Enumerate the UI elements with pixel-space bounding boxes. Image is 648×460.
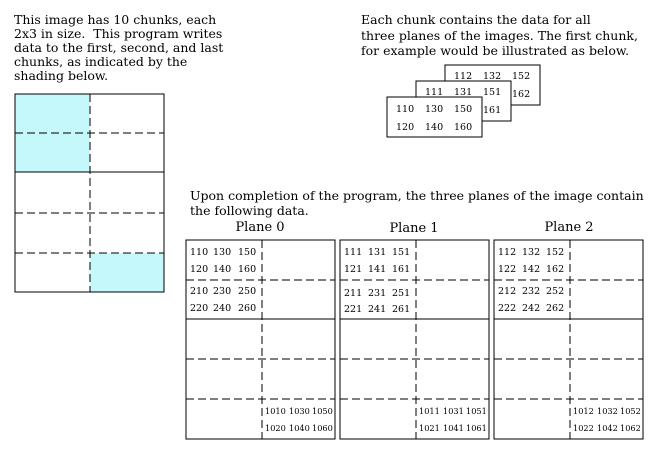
p1-c2-r0c2: 251 xyxy=(392,288,410,299)
p2-c1-r0c1: 132 xyxy=(522,247,540,258)
p0-c2-r0c1: 230 xyxy=(213,286,231,297)
stack-card-0-r1c1: 140 xyxy=(425,122,443,133)
p1-c1-r0c1: 131 xyxy=(368,247,386,258)
p1-c1-r1c1: 141 xyxy=(368,264,386,275)
plane-0-grid: 110 130 150 120 140 160 210 230 250 220 … xyxy=(185,239,336,440)
p0-last-r1c2: 1060 xyxy=(312,423,333,433)
stack-card-0-r1c2: 160 xyxy=(454,122,472,133)
p1-last-r0c0: 1011 xyxy=(419,406,440,416)
p2-c1-r0c2: 152 xyxy=(546,247,564,258)
chunk-desc-line-2: three planes of the images. The first ch… xyxy=(361,28,638,43)
p1-c2-r1c1: 241 xyxy=(368,304,386,315)
p0-c1-r0c2: 150 xyxy=(238,247,256,258)
p1-c1-r1c2: 161 xyxy=(392,264,410,275)
p1-c2-r0c0: 211 xyxy=(344,288,362,299)
intro-line-3: data to the first, second, and last xyxy=(14,40,224,55)
chunk-desc-line-3: for example would be illustrated as belo… xyxy=(361,43,630,58)
p1-last-r0c1: 1031 xyxy=(443,406,464,416)
intro-line-4: chunks, as indicated by the xyxy=(14,54,188,69)
p2-c1-r0c0: 112 xyxy=(498,247,516,258)
p2-last-r0c0: 1012 xyxy=(573,406,594,416)
p2-last-r1c0: 1022 xyxy=(573,423,594,433)
p0-last-r0c0: 1010 xyxy=(265,406,286,416)
plane-2-grid: 112 132 152 122 142 162 212 232 252 222 … xyxy=(493,239,644,440)
p2-last-r0c1: 1032 xyxy=(597,406,618,416)
p2-c1-r1c2: 162 xyxy=(546,264,564,275)
stack-card-1-r1c2: 161 xyxy=(483,105,501,116)
completion-line-2: the following data. xyxy=(190,203,309,218)
p0-c2-r1c0: 220 xyxy=(190,303,208,314)
stack-card-0-r0c1: 130 xyxy=(425,104,443,115)
p0-c1-r0c0: 110 xyxy=(190,247,208,258)
p2-c2-r0c2: 252 xyxy=(546,286,564,297)
p1-last-r1c0: 1021 xyxy=(419,423,440,433)
stack-card-0-r0c0: 110 xyxy=(396,104,414,115)
p1-c1-r1c0: 121 xyxy=(344,264,362,275)
stack-card-0-r1c0: 120 xyxy=(396,122,414,133)
p1-last-r1c1: 1041 xyxy=(443,423,464,433)
plane-1-title: Plane 1 xyxy=(389,221,439,236)
p0-c2-r1c2: 260 xyxy=(238,303,256,314)
stack-card-2-r0c1: 132 xyxy=(483,71,501,82)
stack-card-0-r0c2: 150 xyxy=(454,104,472,115)
stack-card-1-r0c0: 111 xyxy=(425,87,443,98)
p2-c1-r1c0: 122 xyxy=(498,264,516,275)
plane-1-grid: 111 131 151 121 141 161 211 231 251 221 … xyxy=(339,239,490,440)
stack-card-1-r0c1: 131 xyxy=(454,87,472,98)
plane-0-title: Plane 0 xyxy=(235,220,285,235)
p1-last-r0c2: 1051 xyxy=(466,406,487,416)
p1-c2-r1c0: 221 xyxy=(344,304,362,315)
p1-c2-r0c1: 231 xyxy=(368,288,386,299)
p1-c1-r0c0: 111 xyxy=(344,247,362,258)
p0-last-r0c2: 1050 xyxy=(312,406,333,416)
p2-last-r1c1: 1042 xyxy=(597,423,618,433)
p0-c2-r0c2: 250 xyxy=(238,286,256,297)
p0-last-r1c0: 1020 xyxy=(265,423,286,433)
stack-card-2-r1c2: 162 xyxy=(512,89,530,100)
chunk-desc-line-1: Each chunk contains the data for all xyxy=(361,12,591,27)
p0-last-r0c1: 1030 xyxy=(289,406,310,416)
shaded-chunk-last xyxy=(90,253,164,292)
p2-c2-r1c1: 242 xyxy=(522,303,540,314)
p2-c2-r0c0: 212 xyxy=(498,286,516,297)
p1-c2-r1c2: 261 xyxy=(392,304,410,315)
p0-c2-r0c0: 210 xyxy=(190,286,208,297)
intro-line-1: This image has 10 chunks, each xyxy=(14,12,217,27)
p0-last-r1c1: 1040 xyxy=(289,423,310,433)
p2-last-r1c2: 1062 xyxy=(620,423,641,433)
plane-2-title: Plane 2 xyxy=(544,220,594,235)
completion-line-1: Upon completion of the program, the thre… xyxy=(190,188,644,203)
stack-card-plane-0: 110 130 150 120 140 160 xyxy=(386,96,483,138)
intro-line-2: 2x3 in size. This program writes xyxy=(14,26,223,41)
p2-c1-r1c1: 142 xyxy=(522,264,540,275)
p0-c1-r1c1: 140 xyxy=(213,264,231,275)
intro-line-5: shading below. xyxy=(14,68,109,83)
p0-c1-r1c2: 160 xyxy=(238,264,256,275)
p1-last-r1c2: 1061 xyxy=(466,423,487,433)
p1-c1-r0c2: 151 xyxy=(392,247,410,258)
stack-card-2-r0c2: 152 xyxy=(512,71,530,82)
p2-c2-r1c0: 222 xyxy=(498,303,516,314)
p2-c2-r1c2: 262 xyxy=(546,303,564,314)
p0-c1-r0c1: 130 xyxy=(213,247,231,258)
p2-c2-r0c1: 232 xyxy=(522,286,540,297)
stack-card-1-r0c2: 151 xyxy=(483,87,501,98)
stack-card-2-r0c0: 112 xyxy=(454,71,472,82)
p0-c2-r1c1: 240 xyxy=(213,303,231,314)
p0-c1-r1c0: 120 xyxy=(190,264,208,275)
p2-last-r0c2: 1052 xyxy=(620,406,641,416)
